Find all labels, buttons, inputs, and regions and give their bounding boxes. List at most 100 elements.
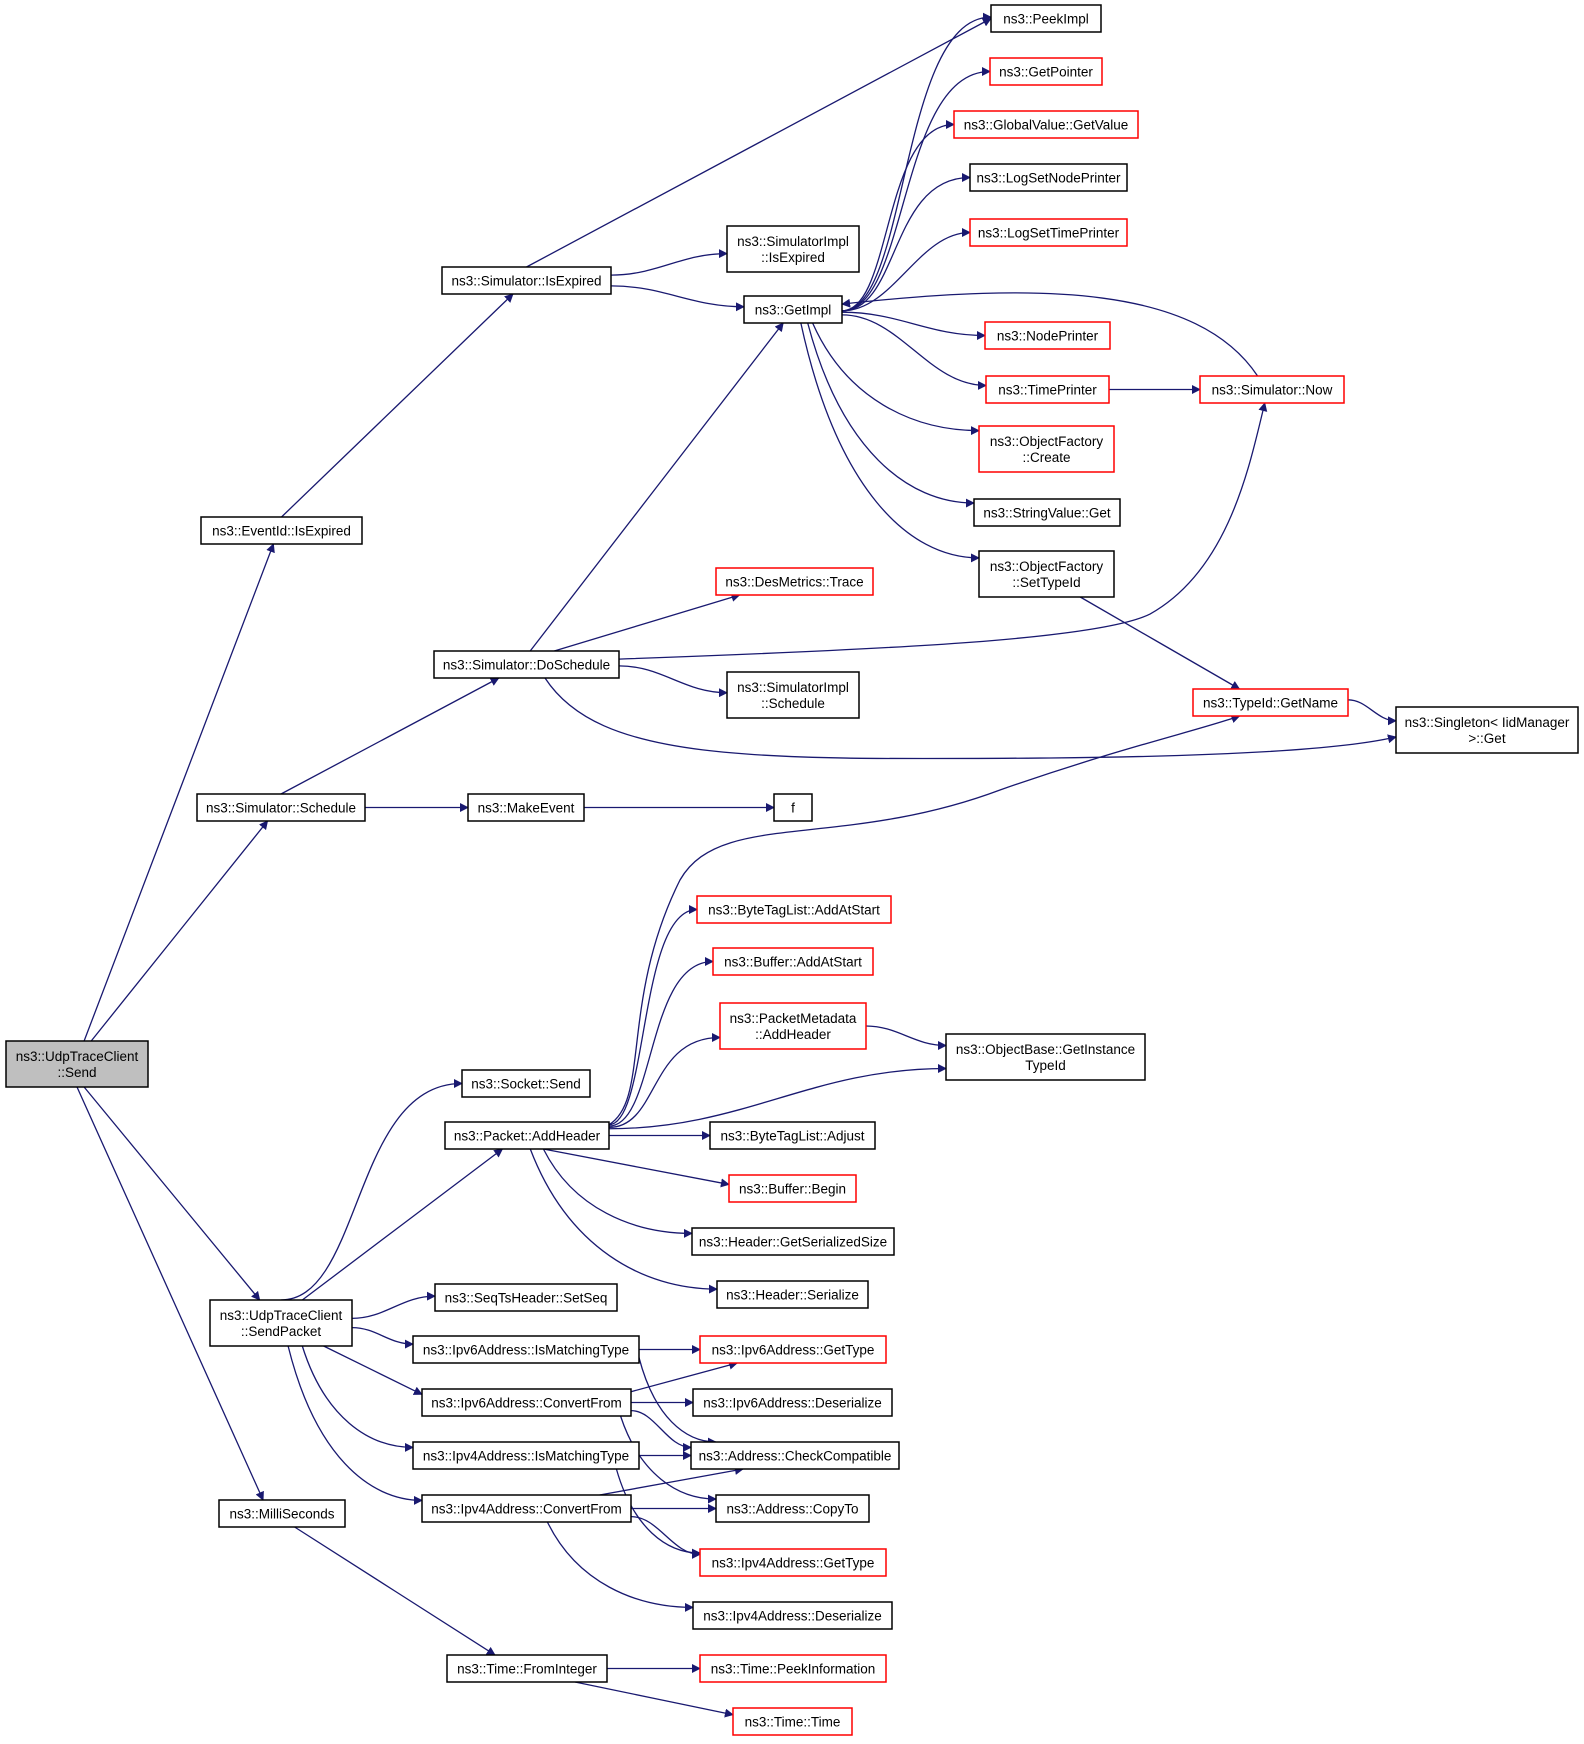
node-ipv6-ismatchingtype[interactable]: ns3::Ipv6Address::IsMatchingType xyxy=(412,1335,640,1364)
node-millisecconds[interactable]: ns3::MilliSeconds xyxy=(218,1499,346,1528)
node-peekimpl[interactable]: ns3::PeekImpl xyxy=(990,4,1102,33)
node-label: ns3::Time::FromInteger xyxy=(457,1662,597,1677)
node-makeevent[interactable]: ns3::MakeEvent xyxy=(467,793,585,822)
node-simulatorimpl-schedule[interactable]: ns3::SimulatorImpl::Schedule xyxy=(726,671,860,719)
node-time-peekinformation[interactable]: ns3::Time::PeekInformation xyxy=(699,1654,887,1683)
node-ipv6-convertfrom[interactable]: ns3::Ipv6Address::ConvertFrom xyxy=(421,1388,632,1417)
node-label: ns3::Time::PeekInformation xyxy=(711,1662,876,1677)
call-edge xyxy=(865,1025,947,1050)
call-edge xyxy=(608,714,1241,1126)
node-label: ns3::ByteTagList::Adjust xyxy=(720,1129,864,1144)
node-simulator-now[interactable]: ns3::Simulator::Now xyxy=(1199,375,1345,404)
call-edge xyxy=(546,1521,694,1612)
node-ipv6-deserialize[interactable]: ns3::Ipv6Address::Deserialize xyxy=(692,1388,893,1417)
call-edge xyxy=(351,1291,436,1320)
call-edge xyxy=(841,314,987,390)
node-ipv4-ismatchingtype[interactable]: ns3::Ipv4Address::IsMatchingType xyxy=(412,1441,640,1470)
node-globalvalue-getvalue[interactable]: ns3::GlobalValue::GetValue xyxy=(953,110,1139,139)
node-typeid-getname[interactable]: ns3::TypeId::GetName xyxy=(1192,688,1349,717)
node-nodeprinter[interactable]: ns3::NodePrinter xyxy=(984,321,1111,350)
edges-layer xyxy=(76,12,1397,1718)
node-box xyxy=(743,295,843,324)
call-edge xyxy=(841,292,1259,377)
node-header-getserializedsize[interactable]: ns3::Header::GetSerializedSize xyxy=(691,1227,895,1256)
node-simulator-isexpired[interactable]: ns3::Simulator::IsExpired xyxy=(441,266,612,295)
node-time-time[interactable]: ns3::Time::Time xyxy=(732,1707,853,1736)
node-address-copyto[interactable]: ns3::Address::CopyTo xyxy=(715,1494,870,1523)
node-box xyxy=(719,1002,867,1050)
node-box xyxy=(985,375,1110,404)
node-stringvalue-get[interactable]: ns3::StringValue::Get xyxy=(973,498,1121,527)
node-box xyxy=(467,793,585,822)
node-label: ns3::SimulatorImpl xyxy=(737,234,849,249)
node-box xyxy=(712,947,874,976)
node-label: ns3::LogSetTimePrinter xyxy=(978,226,1120,241)
node-bytetaglist-adjust[interactable]: ns3::ByteTagList::Adjust xyxy=(709,1121,876,1150)
node-socket-send[interactable]: ns3::Socket::Send xyxy=(461,1069,591,1098)
node-label: ns3::Header::GetSerializedSize xyxy=(699,1235,887,1250)
call-edge xyxy=(301,1148,504,1301)
node-objectfactory-create[interactable]: ns3::ObjectFactory::Create xyxy=(978,425,1115,473)
node-label: >::Get xyxy=(1468,731,1505,746)
node-box xyxy=(200,516,363,545)
node-label: ::IsExpired xyxy=(761,250,825,265)
node-logsetnodeprinter[interactable]: ns3::LogSetNodePrinter xyxy=(969,163,1128,192)
node-packetmetadata-addheader[interactable]: ns3::PacketMetadata::AddHeader xyxy=(719,1002,867,1050)
node-label: ns3::Buffer::AddAtStart xyxy=(724,955,862,970)
node-label: ::SendPacket xyxy=(241,1324,322,1339)
node-getpointer[interactable]: ns3::GetPointer xyxy=(989,57,1103,86)
call-edge xyxy=(281,293,514,518)
node-timeprinter[interactable]: ns3::TimePrinter xyxy=(985,375,1110,404)
call-edge xyxy=(90,820,269,1042)
node-box xyxy=(726,671,860,719)
node-box xyxy=(5,1040,149,1088)
node-udptraceclient-sendpacket[interactable]: ns3::UdpTraceClient::SendPacket xyxy=(209,1299,353,1347)
node-box xyxy=(690,1441,900,1470)
node-logsettimeprinter[interactable]: ns3::LogSetTimePrinter xyxy=(969,218,1128,247)
call-edge xyxy=(610,249,728,276)
node-udptraceclient-send[interactable]: ns3::UdpTraceClient::Send xyxy=(5,1040,149,1088)
node-box xyxy=(1199,375,1345,404)
node-box xyxy=(421,1388,632,1417)
node-desmetrics-trace[interactable]: ns3::DesMetrics::Trace xyxy=(715,567,874,596)
node-getimpl[interactable]: ns3::GetImpl xyxy=(743,295,843,324)
node-box xyxy=(969,163,1128,192)
node-label: ns3::TimePrinter xyxy=(998,383,1097,398)
node-ipv4-gettype[interactable]: ns3::Ipv4Address::GetType xyxy=(699,1548,887,1577)
node-simulatorimpl-isexpired[interactable]: ns3::SimulatorImpl::IsExpired xyxy=(726,225,860,273)
node-box xyxy=(696,895,892,924)
node-label: ::SetTypeId xyxy=(1012,575,1080,590)
node-header-serialize[interactable]: ns3::Header::Serialize xyxy=(716,1280,869,1309)
node-packet-addheader[interactable]: ns3::Packet::AddHeader xyxy=(444,1121,610,1150)
node-simulator-schedule[interactable]: ns3::Simulator::Schedule xyxy=(196,793,366,822)
node-box xyxy=(444,1121,610,1150)
node-label: ns3::DesMetrics::Trace xyxy=(725,575,863,590)
call-edge xyxy=(351,1326,414,1349)
node-objectfactory-settypeid[interactable]: ns3::ObjectFactory::SetTypeId xyxy=(978,550,1115,598)
node-label: ns3::MilliSeconds xyxy=(229,1507,334,1522)
node-address-checkcompatible[interactable]: ns3::Address::CheckCompatible xyxy=(690,1441,900,1470)
node-label: ns3::Header::Serialize xyxy=(726,1288,859,1303)
node-box xyxy=(715,567,874,596)
node-time-frominteger[interactable]: ns3::Time::FromInteger xyxy=(446,1654,608,1683)
node-simulator-doschedule[interactable]: ns3::Simulator::DoSchedule xyxy=(433,650,620,679)
call-edge xyxy=(599,1466,744,1496)
node-label: ns3::Ipv6Address::GetType xyxy=(712,1343,875,1358)
node-buffer-begin[interactable]: ns3::Buffer::Begin xyxy=(728,1174,857,1203)
node-ipv6-gettype[interactable]: ns3::Ipv6Address::GetType xyxy=(699,1335,887,1364)
node-buffer-addatstart[interactable]: ns3::Buffer::AddAtStart xyxy=(712,947,874,976)
node-ipv4-deserialize[interactable]: ns3::Ipv4Address::Deserialize xyxy=(692,1601,893,1630)
node-label: ns3::ObjectFactory xyxy=(990,434,1104,449)
node-box xyxy=(1395,706,1579,754)
node-singleton-get[interactable]: ns3::Singleton< IidManager>::Get xyxy=(1395,706,1579,754)
node-box xyxy=(461,1069,591,1098)
node-f[interactable]: f xyxy=(773,793,813,822)
node-bytetaglist-addatstart[interactable]: ns3::ByteTagList::AddAtStart xyxy=(696,895,892,924)
node-ipv4-convertfrom[interactable]: ns3::Ipv4Address::ConvertFrom xyxy=(421,1494,632,1523)
node-label: ::Send xyxy=(57,1065,96,1080)
node-eventid-isexpired[interactable]: ns3::EventId::IsExpired xyxy=(200,516,363,545)
node-label: ns3::Ipv6Address::IsMatchingType xyxy=(423,1343,629,1358)
call-edge xyxy=(544,677,1397,760)
node-seqtsheader-setseq[interactable]: ns3::SeqTsHeader::SetSeq xyxy=(434,1283,618,1312)
